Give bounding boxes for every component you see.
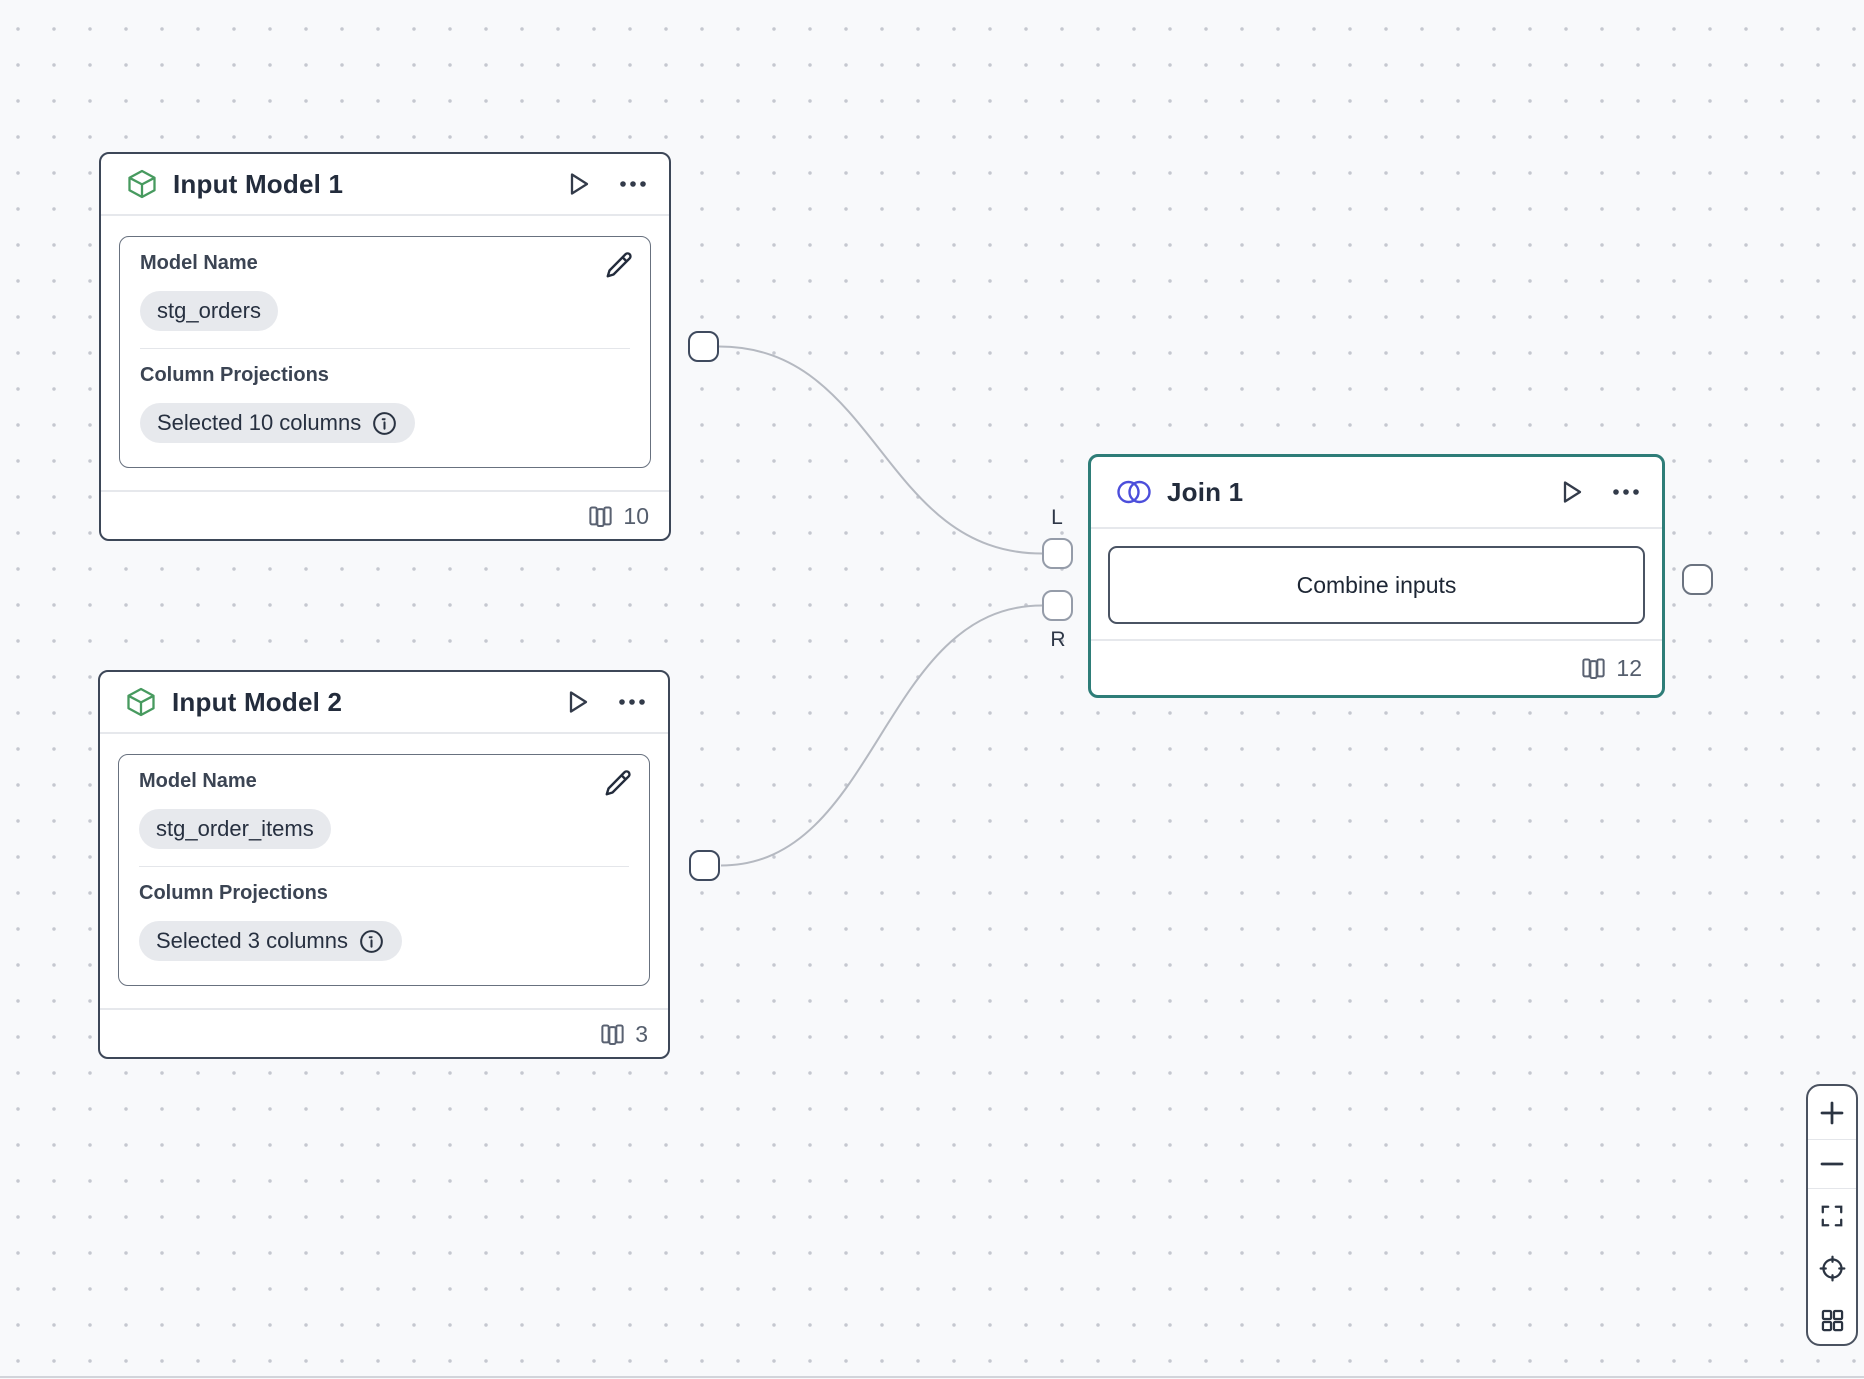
locate-icon (1819, 1255, 1845, 1282)
model-name-label: Model Name (140, 252, 258, 274)
node-footer: 10 (101, 492, 669, 541)
run-node-button[interactable] (562, 687, 592, 717)
columns-icon (589, 506, 613, 527)
divider (101, 214, 669, 216)
divider (1091, 639, 1662, 641)
divider (100, 1008, 668, 1010)
ellipsis-icon (620, 181, 646, 187)
divider (101, 490, 669, 492)
info-icon[interactable] (371, 410, 398, 437)
divider (139, 866, 629, 867)
left-port-label: L (1051, 506, 1063, 529)
model-name-value: stg_order_items (156, 816, 314, 841)
divider (1808, 1139, 1856, 1140)
model-name-value: stg_orders (157, 298, 261, 323)
node-footer: 12 (1091, 641, 1662, 695)
columns-icon (601, 1024, 624, 1045)
model-name-chip: stg_orders (140, 291, 278, 331)
grid-icon (1821, 1309, 1843, 1332)
canvas-controls-panel (1806, 1084, 1858, 1346)
output-port-input-model-1[interactable] (688, 331, 719, 362)
node-title: Input Model 1 (173, 168, 344, 199)
model-name-chip: stg_order_items (139, 809, 331, 849)
join-right-input-port[interactable] (1042, 590, 1073, 621)
divider (140, 348, 630, 349)
cube-icon (127, 687, 155, 717)
join-left-input-port[interactable] (1042, 538, 1073, 569)
canvas-bottom-border (0, 1376, 1864, 1378)
divider (100, 732, 668, 734)
column-projections-label: Column Projections (139, 882, 328, 904)
node-menu-button[interactable] (1612, 488, 1640, 496)
combine-inputs-button[interactable]: Combine inputs (1108, 546, 1645, 624)
node-title: Join 1 (1167, 476, 1244, 507)
column-projections-chip: Selected 3 columns (139, 921, 402, 961)
node-footer: 3 (100, 1010, 668, 1059)
ellipsis-icon (1613, 489, 1639, 495)
edit-model-name-button[interactable] (604, 250, 634, 283)
columns-icon (1582, 657, 1606, 679)
run-node-button[interactable] (563, 169, 593, 199)
edge-input2-to-join-right[interactable] (720, 604, 1043, 867)
run-node-button[interactable] (1556, 477, 1586, 507)
column-projections-value: Selected 10 columns (157, 410, 362, 435)
node-title: Input Model 2 (172, 686, 343, 717)
fit-view-button[interactable] (1808, 1189, 1856, 1242)
node-header: Input Model 1 (101, 154, 669, 214)
zoom-in-button[interactable] (1808, 1086, 1856, 1139)
cube-icon (128, 169, 156, 199)
play-icon (1563, 481, 1582, 503)
column-projections-value: Selected 3 columns (156, 928, 348, 953)
output-port-input-model-2[interactable] (689, 850, 720, 881)
edit-pencil-icon (606, 252, 632, 278)
model-config-card: Model Name stg_orders Column Projections… (119, 236, 651, 468)
column-count: 3 (635, 1021, 648, 1047)
edit-pencil-icon (605, 770, 631, 796)
divider (1091, 527, 1662, 529)
join-output-port[interactable] (1682, 564, 1713, 595)
node-menu-button[interactable] (618, 698, 646, 706)
venn-icon (1117, 480, 1151, 504)
locate-button[interactable] (1808, 1242, 1856, 1295)
fit-view-icon (1821, 1205, 1843, 1226)
minus-icon (1820, 1162, 1844, 1166)
info-icon[interactable] (358, 928, 385, 955)
edge-input1-to-join-left[interactable] (718, 345, 1043, 555)
node-menu-button[interactable] (619, 180, 647, 188)
play-icon (569, 691, 588, 713)
column-count: 12 (1616, 654, 1642, 681)
divider (1808, 1188, 1856, 1189)
node-header: Join 1 (1091, 457, 1662, 527)
column-projections-chip: Selected 10 columns (140, 403, 416, 443)
play-icon (570, 173, 589, 195)
zoom-out-button[interactable] (1808, 1140, 1856, 1188)
grid-layout-button[interactable] (1808, 1295, 1856, 1346)
node-header: Input Model 2 (100, 672, 668, 732)
edit-model-name-button[interactable] (603, 768, 633, 801)
right-port-label: R (1050, 628, 1066, 651)
model-name-label: Model Name (139, 770, 257, 792)
column-count: 10 (623, 503, 649, 529)
node-input-model-2[interactable]: Input Model 2 (98, 670, 670, 1059)
node-input-model-1[interactable]: Input Model 1 (99, 152, 671, 541)
model-config-card: Model Name stg_order_items Column Projec… (118, 754, 650, 986)
ellipsis-icon (619, 699, 645, 705)
plus-icon (1820, 1101, 1844, 1124)
node-join-1[interactable]: Join 1 Combine inputs (1088, 454, 1665, 698)
column-projections-label: Column Projections (140, 364, 329, 386)
